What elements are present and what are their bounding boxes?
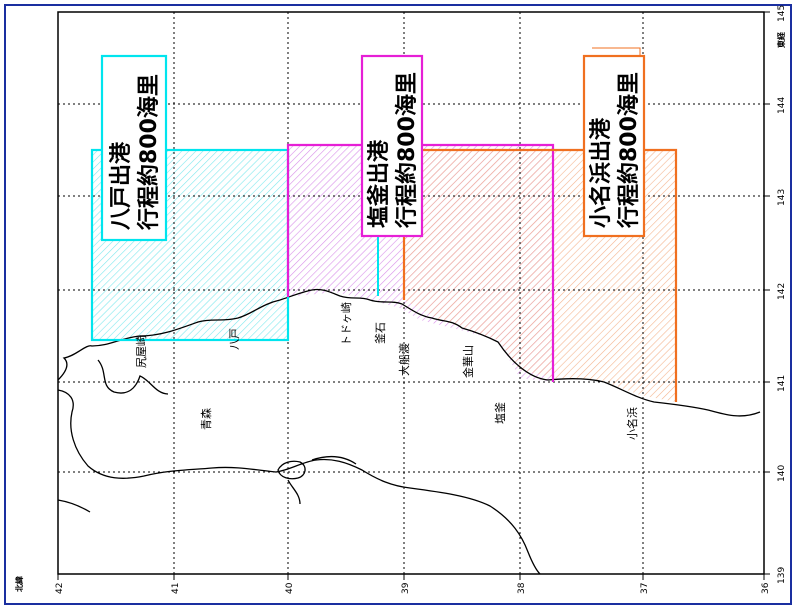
- bottom-tick: 40: [285, 582, 295, 594]
- area-onahama-label-box: [582, 54, 646, 238]
- area-shiogama-label-2: 行程約800海里: [394, 72, 420, 229]
- place-kinkasan: 金華山: [461, 345, 475, 378]
- bottom-tick: 38: [517, 582, 527, 594]
- place-todogasaki: トドヶ崎: [339, 302, 353, 346]
- place-kamaishi: 釜石: [373, 322, 387, 344]
- right-tick: 144: [777, 97, 787, 114]
- right-tick: 145: [777, 5, 787, 22]
- area-onahama-label-1: 小名浜出港: [588, 117, 614, 228]
- coastline: [57, 47, 761, 575]
- right-tick: 143: [777, 189, 787, 206]
- area-hachinohe-label-1: 八戸出港: [109, 141, 134, 230]
- right-tick: 139: [777, 567, 787, 584]
- place-aomori: 青森: [199, 408, 213, 430]
- area-shiogama-label-box: [360, 54, 424, 238]
- area-hachinohe-label-box: [100, 54, 168, 242]
- area-onahama-label-2: 行程約800海里: [616, 72, 642, 229]
- bottom-tick: 41: [171, 583, 181, 594]
- bottom-tick: 39: [401, 582, 411, 594]
- right-tick: 141: [777, 375, 787, 392]
- plot-border: [57, 11, 765, 575]
- place-hachinohe: 八戸: [228, 328, 241, 350]
- bottom-axis: 42 41 40 39 38 37 36 北緯: [14, 574, 771, 594]
- right-tick: 140: [777, 465, 787, 482]
- place-ofunato: 大船渡: [397, 343, 411, 376]
- right-axis-title: 東経: [776, 31, 786, 48]
- bottom-tick: 42: [55, 583, 65, 594]
- area-shiogama-label-1: 塩釜出港: [366, 139, 392, 228]
- place-shiriyazaki: 尻屋崎: [134, 335, 148, 368]
- area-hachinohe-label-2: 行程約800海里: [136, 74, 162, 231]
- bottom-axis-title: 北緯: [14, 576, 24, 592]
- bottom-tick: 36: [761, 582, 771, 594]
- right-axis: 145 144 143 142 141 140 139 東経: [764, 5, 787, 584]
- place-shiogama: 塩釜: [493, 402, 507, 424]
- place-onahama: 小名浜: [625, 407, 639, 440]
- right-tick: 142: [777, 283, 787, 300]
- bottom-tick: 37: [640, 583, 650, 594]
